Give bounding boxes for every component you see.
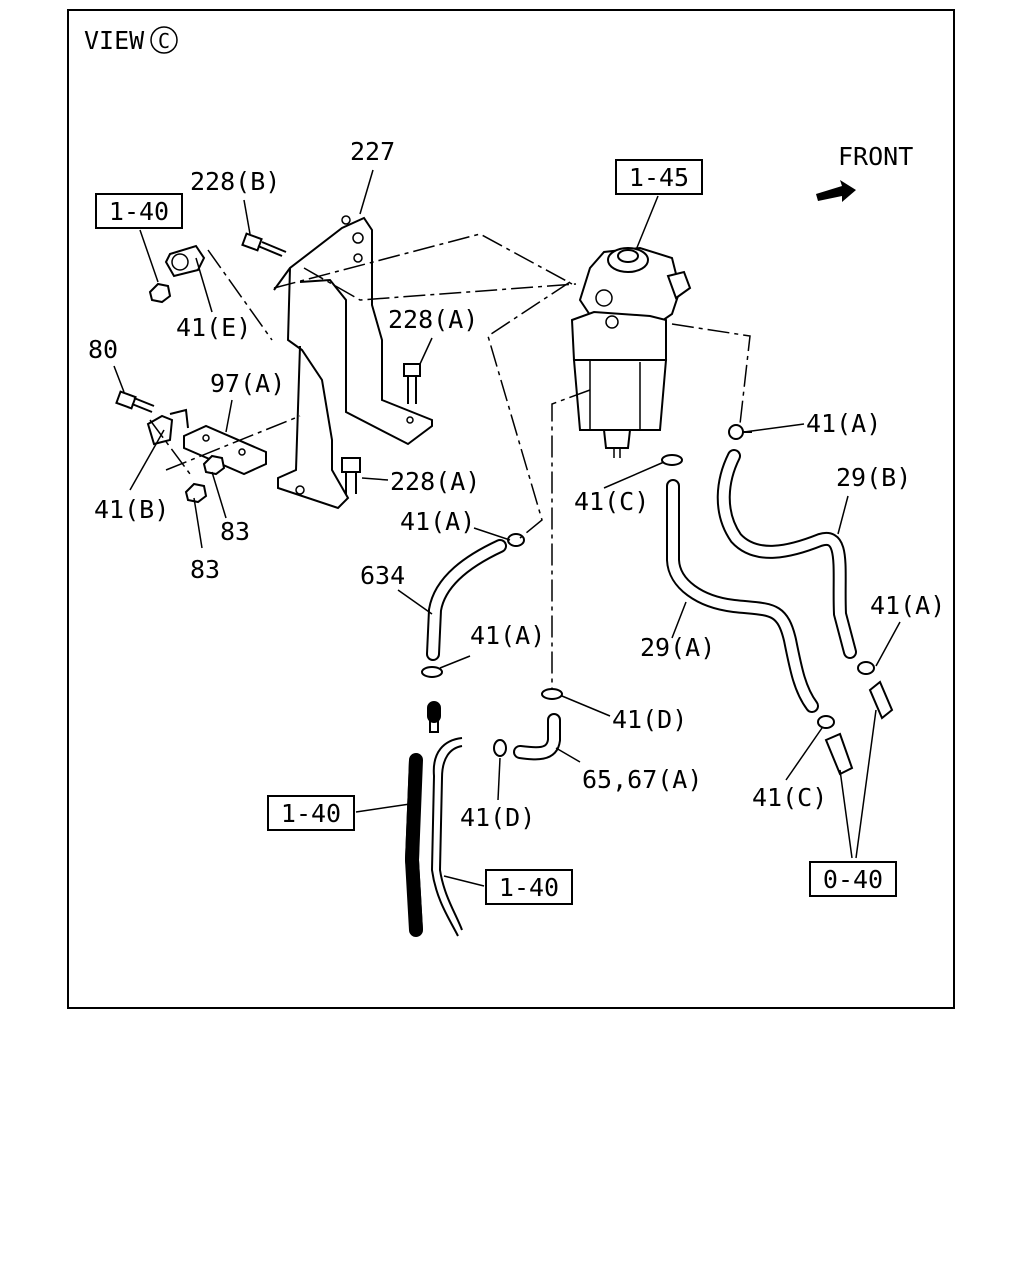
leader-lines [113, 169, 901, 887]
bolt-228a-lower [341, 457, 361, 494]
callout-41d-lower: 41(D) [460, 803, 535, 832]
clip-41c-lower [817, 715, 835, 729]
bracket-227 [273, 215, 433, 510]
front-indicator: FRONT [816, 142, 913, 202]
bolt-228a-upper [403, 363, 421, 404]
hose-29b [716, 449, 857, 659]
clip-41d-lower [493, 739, 507, 757]
front-label: FRONT [838, 142, 913, 171]
ref-box-0-40: 0-40 [809, 861, 897, 897]
bracket-97a [183, 424, 267, 476]
svg-text:1-40: 1-40 [499, 873, 559, 902]
ref-box-1-40-left: 1-40 [267, 795, 355, 831]
nut-83-upper [202, 454, 226, 476]
callout-41a-center: 41(A) [400, 507, 475, 536]
bolt-228b [241, 232, 287, 257]
ref-box-1-45: 1-45 [615, 159, 703, 195]
nut-icon [148, 282, 172, 304]
callout-41e: 41(E) [176, 313, 251, 342]
callout-41d-upper: 41(D) [612, 705, 687, 734]
clip-41a-lower [421, 666, 443, 678]
view-label: VIEW [84, 26, 145, 55]
diagram-frame [67, 9, 955, 1009]
fuel-filter [570, 246, 692, 458]
callout-41b: 41(B) [94, 495, 169, 524]
callout-228b: 228(B) [190, 167, 280, 196]
callout-29a: 29(A) [640, 633, 715, 662]
pipe-1-40-right [430, 737, 463, 937]
callout-41a-farright: 41(A) [870, 591, 945, 620]
callout-41c-lower: 41(C) [752, 783, 827, 812]
callout-labels: 227 228(B) 41(E) 80 97(A) 228(A) 228(A) … [88, 137, 945, 832]
callout-41a-lower: 41(A) [470, 621, 545, 650]
callout-227: 227 [350, 137, 395, 166]
hose-634 [426, 539, 507, 661]
nut-83-lower [184, 482, 208, 504]
clip-41c-upper [661, 454, 683, 466]
callout-634: 634 [360, 561, 405, 590]
fitting-0-40-left [824, 732, 854, 776]
svg-text:1-40: 1-40 [109, 197, 169, 226]
hose-29a [666, 479, 819, 713]
callout-83-upper: 83 [220, 517, 250, 546]
front-arrow-icon [816, 180, 856, 202]
callout-80: 80 [88, 335, 118, 364]
bolt-80 [115, 390, 155, 413]
fitting-0-40-right [868, 680, 894, 720]
clip-41e [148, 244, 206, 304]
clip-41d-upper [541, 688, 563, 700]
pipe-1-40-left [404, 701, 441, 937]
view-circle-letter: C [158, 29, 170, 53]
svg-text:0-40: 0-40 [823, 865, 883, 894]
callout-97a: 97(A) [210, 369, 285, 398]
hose-65-67a [513, 713, 561, 761]
ref-box-1-40-right: 1-40 [485, 869, 573, 905]
callout-228a-upper: 228(A) [388, 305, 478, 334]
clip-41a-farright [857, 661, 875, 675]
callout-65-67a: 65,67(A) [582, 765, 702, 794]
callout-41a-right: 41(A) [806, 409, 881, 438]
svg-text:1-40: 1-40 [281, 799, 341, 828]
svg-text:1-45: 1-45 [629, 163, 689, 192]
routing-lines [149, 233, 751, 690]
callout-228a-lower: 228(A) [390, 467, 480, 496]
callout-83-lower: 83 [190, 555, 220, 584]
callout-29b: 29(B) [836, 463, 911, 492]
ref-box-1-40-topleft: 1-40 [95, 193, 183, 229]
view-title: VIEW C [84, 26, 178, 55]
clip-41b [146, 408, 189, 446]
callout-41c-upper: 41(C) [574, 487, 649, 516]
